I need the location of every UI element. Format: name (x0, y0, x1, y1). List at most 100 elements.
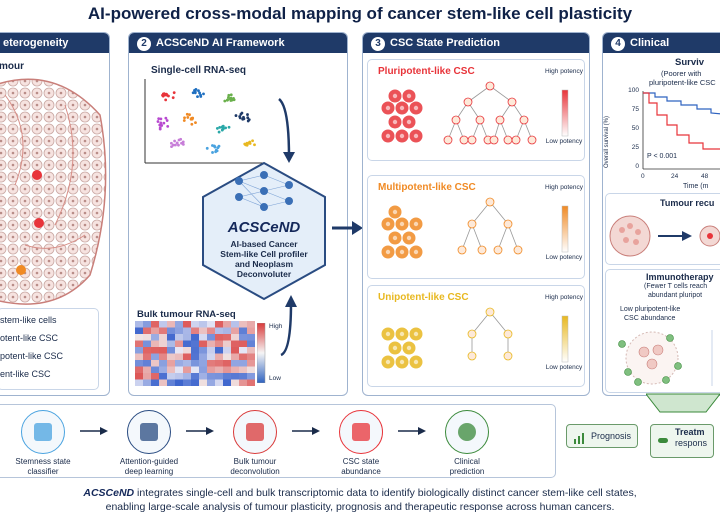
survival-subtitle: (Poorer with (661, 69, 702, 78)
heatmap-cell (175, 327, 183, 334)
potency-low-label: Low potency (545, 254, 583, 261)
lineage-node (519, 115, 529, 125)
page-title: AI-powered cross-modal mapping of cancer… (87, 4, 633, 23)
heatmap-cell (167, 360, 175, 367)
heatmap-cell (143, 334, 151, 341)
umap-point (159, 117, 163, 121)
pipeline-step-label: CSC state (342, 457, 380, 466)
heatmap-cell (191, 379, 199, 386)
umap-point (246, 116, 250, 120)
neural-network-hexagon (202, 161, 326, 301)
heatmap-cell (175, 360, 183, 367)
heatmap-cell (167, 327, 175, 334)
heatmap-cell (231, 379, 239, 386)
heatmap-cell (183, 321, 191, 328)
low-abundance-label: Low pluripotent-like (620, 306, 681, 313)
survival-y-axis-label: Overall survival (%) (604, 115, 611, 169)
potency-high-label: High potency (545, 68, 583, 75)
x-tick-label: 24 (671, 173, 679, 180)
umap-point (158, 127, 162, 131)
umap-point (175, 141, 179, 145)
y-tick-label: 0 (635, 163, 639, 170)
panel-subtitle: mour (0, 61, 24, 72)
pipeline-step-label: classifier (27, 467, 59, 476)
heatmap-cell (239, 340, 247, 347)
lineage-node (459, 135, 469, 145)
arrow-up-icon (280, 295, 297, 357)
heatmap-cell (231, 321, 239, 328)
lineage-edge (497, 223, 509, 251)
umap-point (239, 112, 243, 116)
heatmap-cell (223, 379, 231, 386)
umap-point (159, 121, 163, 125)
heatmap-cell (231, 340, 239, 347)
heatmap-cell (183, 379, 191, 386)
heatmap-cell (183, 334, 191, 341)
heatmap-cell (215, 340, 223, 347)
chart-icon (573, 430, 585, 444)
heatmap-cell (199, 360, 207, 367)
heatmap-cell (231, 373, 239, 380)
panel-header-label: CSC State Prediction (390, 37, 501, 49)
heatmap-cell (175, 379, 183, 386)
csc-state-name: Unipotent-like CSC (378, 292, 469, 303)
umap-point (161, 92, 165, 96)
panel-header: eterogeneity (0, 33, 109, 53)
heatmap-cell (207, 353, 215, 360)
lineage-node (475, 115, 485, 125)
umap-point (227, 96, 230, 99)
umap-point (246, 119, 250, 123)
lineage-edge (471, 223, 483, 251)
potency-low-label: Low potency (545, 138, 583, 145)
legend-item: ent-like CSC (0, 369, 51, 379)
heatmap-cell (199, 327, 207, 334)
heatmap-cell (199, 366, 207, 373)
heatmap-cell (151, 379, 159, 386)
lineage-edge (471, 201, 491, 225)
heatmap-cell (207, 360, 215, 367)
umap-point (242, 117, 246, 121)
heatmap-cell (183, 340, 191, 347)
panel-heterogeneity: eterogeneity mour stem-like cells otent-… (0, 32, 110, 396)
lineage-node (485, 197, 495, 207)
heatmap-cell (247, 327, 255, 334)
legend-item: otent-like CSC (0, 333, 59, 343)
heatmap-cell (199, 379, 207, 386)
heatmap-cell (183, 347, 191, 354)
heatmap-cell (223, 340, 231, 347)
caption: ACSCeND integrates single-cell and bulk … (10, 486, 710, 514)
heatmap-cell (215, 366, 223, 373)
heatmap-cell (135, 340, 143, 347)
heatmap-cell (239, 334, 247, 341)
arrow-right-icon (398, 427, 426, 435)
lineage-edge (471, 311, 491, 335)
pill-icon (657, 434, 669, 446)
heatmap-cell (167, 340, 175, 347)
heatmap-cell (207, 327, 215, 334)
lineage-node (511, 135, 521, 145)
potency-bar (561, 205, 569, 253)
model-name: ACSCeND (227, 219, 301, 236)
heatmap-cell (143, 353, 151, 360)
heatmap-cell (191, 334, 199, 341)
heatmap-cell (247, 334, 255, 341)
pipeline-step-icon (127, 410, 171, 454)
heatmap-cell (175, 347, 183, 354)
heatmap-cell (215, 321, 223, 328)
heatmap-cell (183, 373, 191, 380)
response-label: respons (675, 438, 708, 448)
heatmap-cell (143, 366, 151, 373)
umap-point (174, 143, 177, 147)
umap-point (173, 139, 177, 143)
heatmap-cell (223, 366, 231, 373)
umap-point (171, 96, 175, 100)
umap-point (190, 116, 194, 120)
umap-point (157, 117, 161, 121)
heatmap-cell (151, 321, 159, 328)
bulk-label: Bulk tumour RNA-seq (137, 309, 236, 320)
heatmap-cell (159, 347, 167, 354)
